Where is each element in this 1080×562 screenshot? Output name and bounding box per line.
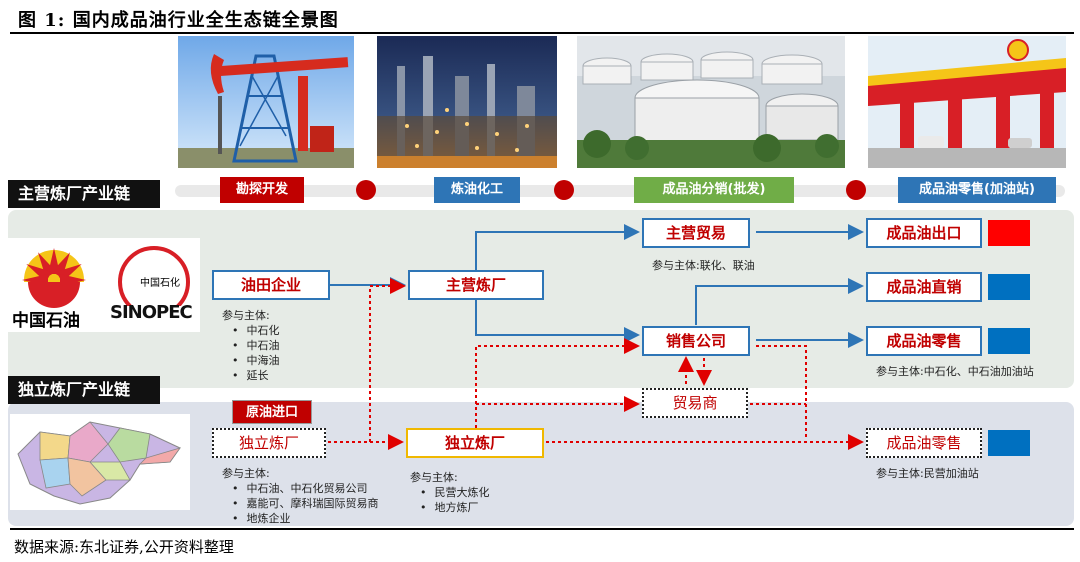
refinery-photo	[377, 36, 557, 168]
node-export: 成品油出口	[866, 218, 982, 248]
participant-item: 地方炼厂	[422, 500, 490, 515]
bottom-rule	[10, 528, 1074, 530]
participant-item: 中石化	[234, 323, 280, 338]
participants-header: 参与主体:	[410, 471, 458, 484]
independent-chain-label: 独立炼厂产业链	[8, 376, 160, 404]
storage-tanks-photo	[577, 36, 845, 168]
participants-retail-indep: 参与主体:民营加油站	[876, 467, 979, 480]
main-chain-label: 主营炼厂产业链	[8, 180, 160, 208]
timeline-dot	[554, 180, 574, 200]
participants-header: 参与主体:	[222, 309, 270, 322]
node-main-refinery: 主营炼厂	[408, 270, 544, 300]
participants-indep-a: 参与主体: 中石油、中石化贸易公司 嘉能可、摩科瑞国际贸易商 地炼企业	[222, 466, 379, 526]
sinopec-logo-icon	[110, 244, 194, 328]
participant-item: 嘉能可、摩科瑞国际贸易商	[234, 496, 379, 511]
shandong-map-icon	[10, 414, 190, 510]
participants-indep-b: 参与主体: 民营大炼化 地方炼厂	[410, 470, 490, 515]
node-retail-main: 成品油零售	[866, 326, 982, 356]
participant-item: 中海油	[234, 353, 280, 368]
swatch-direct	[988, 274, 1030, 300]
participant-item: 中石油	[234, 338, 280, 353]
pumpjack-photo	[178, 36, 354, 168]
sinopec-logo-cn: 中国石化	[140, 278, 180, 289]
swatch-retail-main	[988, 328, 1030, 354]
stage-refining: 炼油化工	[434, 177, 520, 203]
participants-oilfield: 参与主体: 中石化 中石油 中海油 延长	[222, 308, 280, 383]
timeline-dot	[356, 180, 376, 200]
participant-item: 中石油、中石化贸易公司	[234, 481, 379, 496]
node-trader: 贸易商	[642, 388, 748, 418]
swatch-retail-indep	[988, 430, 1030, 456]
node-direct-sales: 成品油直销	[866, 272, 982, 302]
cnpc-logo-icon	[22, 248, 86, 312]
stage-exploration: 勘探开发	[220, 177, 304, 203]
top-rule	[10, 32, 1074, 34]
gas-station-photo	[868, 36, 1066, 168]
timeline-track	[175, 185, 1065, 197]
participant-item: 延长	[234, 368, 280, 383]
participant-item: 民营大炼化	[422, 485, 490, 500]
node-indep-refinery-a: 独立炼厂	[212, 428, 326, 458]
swatch-export	[988, 220, 1030, 246]
stage-distribution: 成品油分销(批发)	[634, 177, 794, 203]
stage-retail: 成品油零售(加油站)	[898, 177, 1056, 203]
participants-main-trade: 参与主体:联化、联油	[652, 259, 755, 272]
participants-header: 参与主体:	[222, 467, 270, 480]
node-retail-indep: 成品油零售	[866, 428, 982, 458]
node-sales-company: 销售公司	[642, 326, 750, 356]
sinopec-logo-text: SINOPEC	[110, 302, 193, 323]
participant-item: 地炼企业	[234, 511, 379, 526]
figure-title: 图 1: 国内成品油行业全生态链全景图	[18, 10, 339, 31]
timeline-dot	[846, 180, 866, 200]
node-indep-refinery-b: 独立炼厂	[406, 428, 544, 458]
node-main-trade: 主营贸易	[642, 218, 750, 248]
node-oilfield: 油田企业	[212, 270, 330, 300]
participants-retail-main: 参与主体:中石化、中石油加油站	[876, 365, 1034, 378]
tag-crude-import: 原油进口	[232, 400, 312, 424]
cnpc-logo-text: 中国石油	[12, 311, 80, 331]
figure-source: 数据来源:东北证券,公开资料整理	[14, 538, 234, 556]
